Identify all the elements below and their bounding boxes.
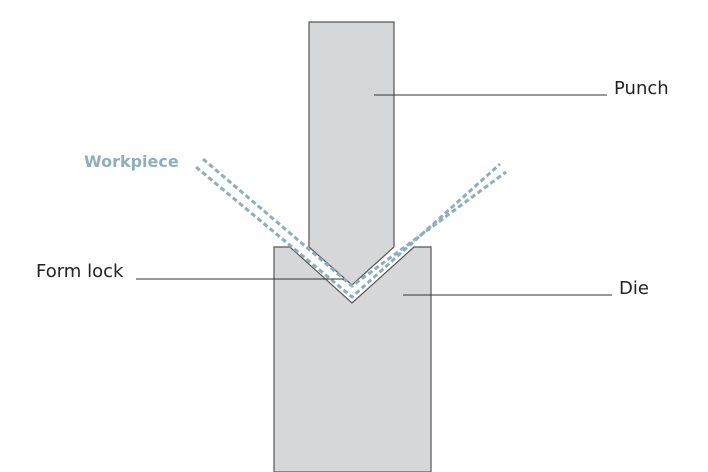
die-label: Die bbox=[619, 278, 649, 299]
workpiece-sheet bbox=[195, 157, 507, 299]
punch-label: Punch bbox=[614, 78, 669, 99]
workpiece-inner-edge bbox=[202, 157, 507, 288]
workpiece-outer-edge bbox=[195, 162, 502, 299]
workpiece-label: Workpiece bbox=[84, 152, 179, 171]
punch-body bbox=[308, 21, 395, 286]
die-body bbox=[273, 246, 432, 472]
form-lock-label: Form lock bbox=[36, 261, 124, 282]
